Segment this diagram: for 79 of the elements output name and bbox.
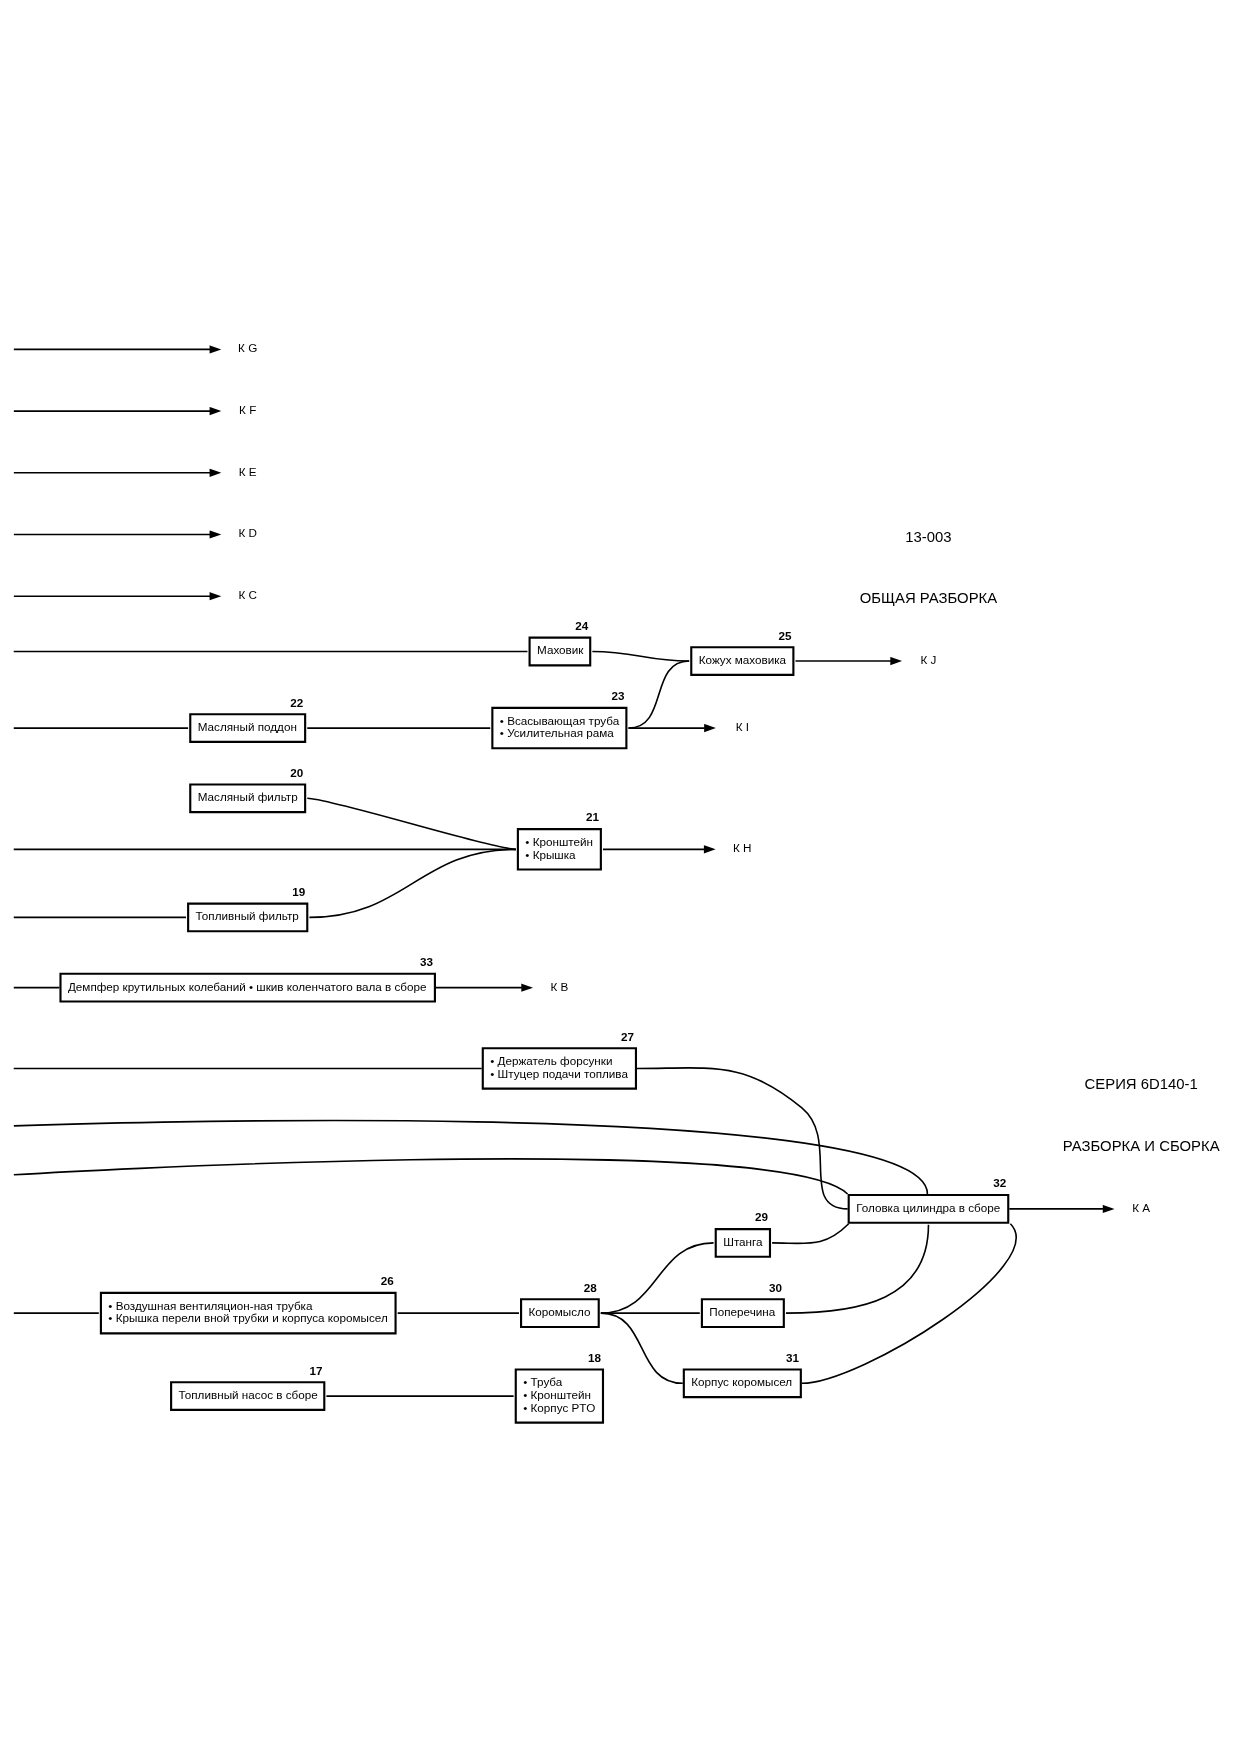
connector [12, 1067, 483, 1070]
label: 13-003 [905, 528, 952, 545]
node-box: Топливный фильтр [187, 902, 309, 933]
connector [600, 1312, 684, 1385]
node-box: Демпфер крутильных колебаний • шкив коленчатого вала в сборе [59, 972, 436, 1003]
arrow [435, 983, 534, 992]
node-text: К G [238, 341, 258, 355]
connector [12, 986, 61, 989]
node-label: 30 [768, 1280, 782, 1294]
arrow [13, 345, 222, 354]
connector [13, 1312, 100, 1314]
node-label: 22 [290, 695, 304, 709]
node-text: К H [733, 841, 752, 855]
node-box: Масляный фильтр [189, 783, 307, 814]
node-text: К E [238, 464, 257, 478]
node-box: Штанга [714, 1228, 772, 1258]
node-box: • Труба • Кронштейн • Корпус PTO [514, 1368, 605, 1424]
label: СЕРИЯ 6D140-1 [1084, 1076, 1198, 1093]
node-text: К D [238, 526, 257, 540]
arrow [13, 592, 222, 601]
connector [12, 727, 189, 729]
node-box: • Держатель форсунки • Штуцер подачи топлива [481, 1047, 638, 1090]
node-box: Поперечина [700, 1298, 785, 1328]
node-box: Масляный поддон [189, 713, 307, 743]
arrow [13, 530, 222, 539]
node-box: Коромысло [520, 1298, 600, 1328]
arrow [13, 407, 222, 416]
connector [306, 797, 517, 851]
node-text: К A [1132, 1200, 1151, 1214]
connector [306, 727, 492, 729]
connector [12, 650, 529, 653]
connector [591, 650, 690, 662]
node-box: Головка цилиндра в сборе [847, 1194, 1010, 1224]
node-text: К I [735, 720, 749, 734]
connector [785, 1224, 930, 1314]
node-label: 26 [380, 1274, 394, 1288]
arrow [1008, 1204, 1115, 1213]
connector [771, 1222, 850, 1245]
node-text: К F [239, 403, 257, 417]
node-box: Маховик [528, 636, 592, 667]
connector [801, 1222, 1017, 1385]
connector [600, 1312, 701, 1314]
node-text: К B [550, 979, 569, 993]
node-label: 25 [778, 628, 792, 642]
node-box: • Кронштейн • Крышка [516, 828, 602, 871]
node-box: Кожух маховика [690, 646, 795, 676]
node-label: 31 [785, 1350, 799, 1364]
node-text: К C [238, 588, 257, 602]
node-label: 23 [611, 689, 625, 703]
node-label: 33 [420, 955, 434, 969]
node-label: 20 [290, 765, 304, 779]
node-label: 18 [588, 1350, 602, 1364]
arrow [13, 468, 222, 477]
node-label: 21 [585, 810, 599, 824]
connector [600, 1242, 715, 1314]
node-label: 28 [583, 1280, 597, 1294]
node-label: 29 [755, 1210, 769, 1224]
node-box: Корпус коромысел [682, 1368, 802, 1399]
connector [325, 1395, 515, 1397]
arrow [602, 845, 716, 854]
node-box: • Всасывающая труба • Усилительная рама [491, 706, 628, 750]
connector [636, 1067, 849, 1210]
node-label: 19 [292, 884, 306, 898]
node-box: Топливный насос в сборе [170, 1381, 326, 1411]
node-label: 27 [621, 1029, 635, 1043]
arrow [627, 723, 716, 733]
node-box: • Воздушная вентиляцион-ная трубка • Крышка перели вной трубки и корпуса коромысел [99, 1291, 397, 1335]
node-label: 32 [993, 1176, 1007, 1190]
node-label: 17 [309, 1363, 323, 1377]
connector [13, 1119, 929, 1195]
connector [12, 848, 517, 851]
node-text: К J [920, 653, 937, 667]
connector [396, 1312, 520, 1314]
connector [12, 916, 187, 919]
connector [13, 1158, 849, 1195]
node-label: 24 [575, 619, 589, 633]
label: РАЗБОРКА И СБОРКА [1062, 1138, 1220, 1155]
label: ОБЩАЯ РАЗБОРКА [859, 590, 998, 607]
arrow [794, 656, 903, 666]
